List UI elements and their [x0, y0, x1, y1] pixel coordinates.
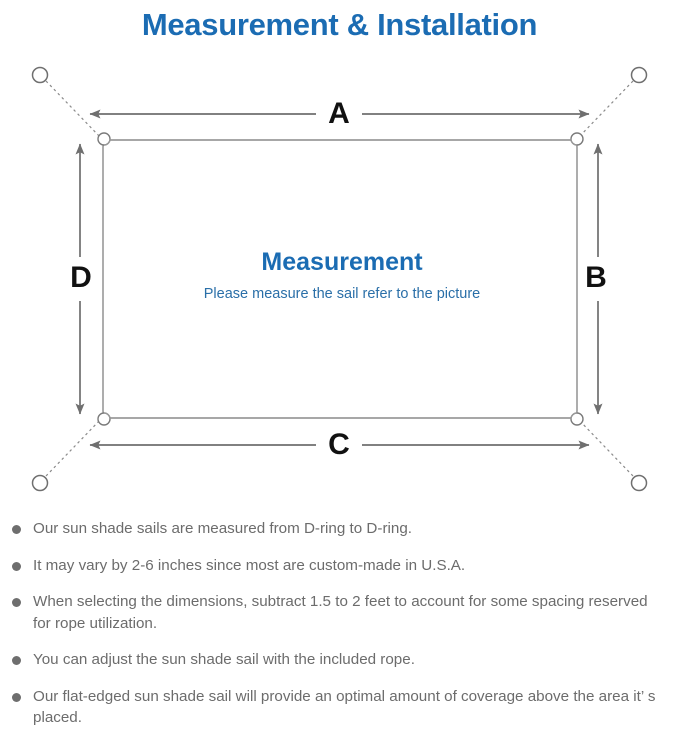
bullet-icon — [12, 656, 21, 666]
sail-title: Measurement — [261, 248, 423, 276]
list-item: Our flat-edged sun shade sail will provi… — [0, 686, 679, 729]
dimension-a-label: A — [328, 97, 350, 130]
d-ring-shading — [103, 138, 578, 420]
rope-bottom-right — [577, 418, 634, 477]
anchor-top-left-icon — [31, 66, 49, 84]
note-text: Our sun shade sails are measured from D-… — [33, 520, 412, 537]
rope-top-right — [577, 80, 634, 139]
note-text: You can adjust the sun shade sail with t… — [33, 651, 415, 669]
d-ring-bottom-left-arc — [103, 412, 111, 420]
notes-list: Our sun shade sails are measured from D-… — [0, 518, 679, 744]
page-header: Measurement & Installation — [0, 0, 679, 48]
d-ring-top-right-arc — [570, 138, 578, 146]
bullet-icon — [12, 692, 21, 702]
list-item: When selecting the dimensions, subtract … — [0, 591, 679, 634]
dimension-c-label: C — [328, 428, 350, 461]
bullet-icon — [12, 525, 21, 534]
sail-measurement-diagram: A C D B Measurement Please measure the s… — [0, 48, 679, 510]
anchor-points — [31, 66, 648, 492]
bullet-icon — [12, 561, 21, 571]
rope-lines — [45, 80, 634, 477]
anchor-top-right-icon — [630, 66, 648, 84]
dimension-b-label: B — [585, 261, 607, 294]
d-ring-bottom-right-arc — [570, 412, 578, 420]
page-title: Measurement & Installation — [141, 6, 538, 42]
list-item: Our sun shade sails are measured from D-… — [0, 518, 679, 540]
dimension-d-label: D — [70, 261, 92, 294]
d-ring-top-left-arc — [103, 138, 111, 146]
anchor-bottom-right-icon — [630, 474, 648, 492]
rope-top-left — [45, 80, 102, 139]
anchor-bottom-left-icon — [31, 474, 49, 492]
rope-bottom-left — [45, 418, 102, 477]
note-text: When selecting the dimensions, subtract … — [33, 593, 648, 632]
note-text: Our flat-edged sun shade sail will provi… — [33, 687, 656, 727]
sail-body — [102, 139, 578, 419]
bullet-icon — [12, 598, 21, 608]
list-item: You can adjust the sun shade sail with t… — [0, 649, 679, 671]
note-text: It may vary by 2-6 inches since most are… — [33, 556, 466, 574]
sail-subtitle: Please measure the sail refer to the pic… — [204, 286, 480, 302]
list-item: It may vary by 2-6 inches since most are… — [0, 555, 679, 577]
